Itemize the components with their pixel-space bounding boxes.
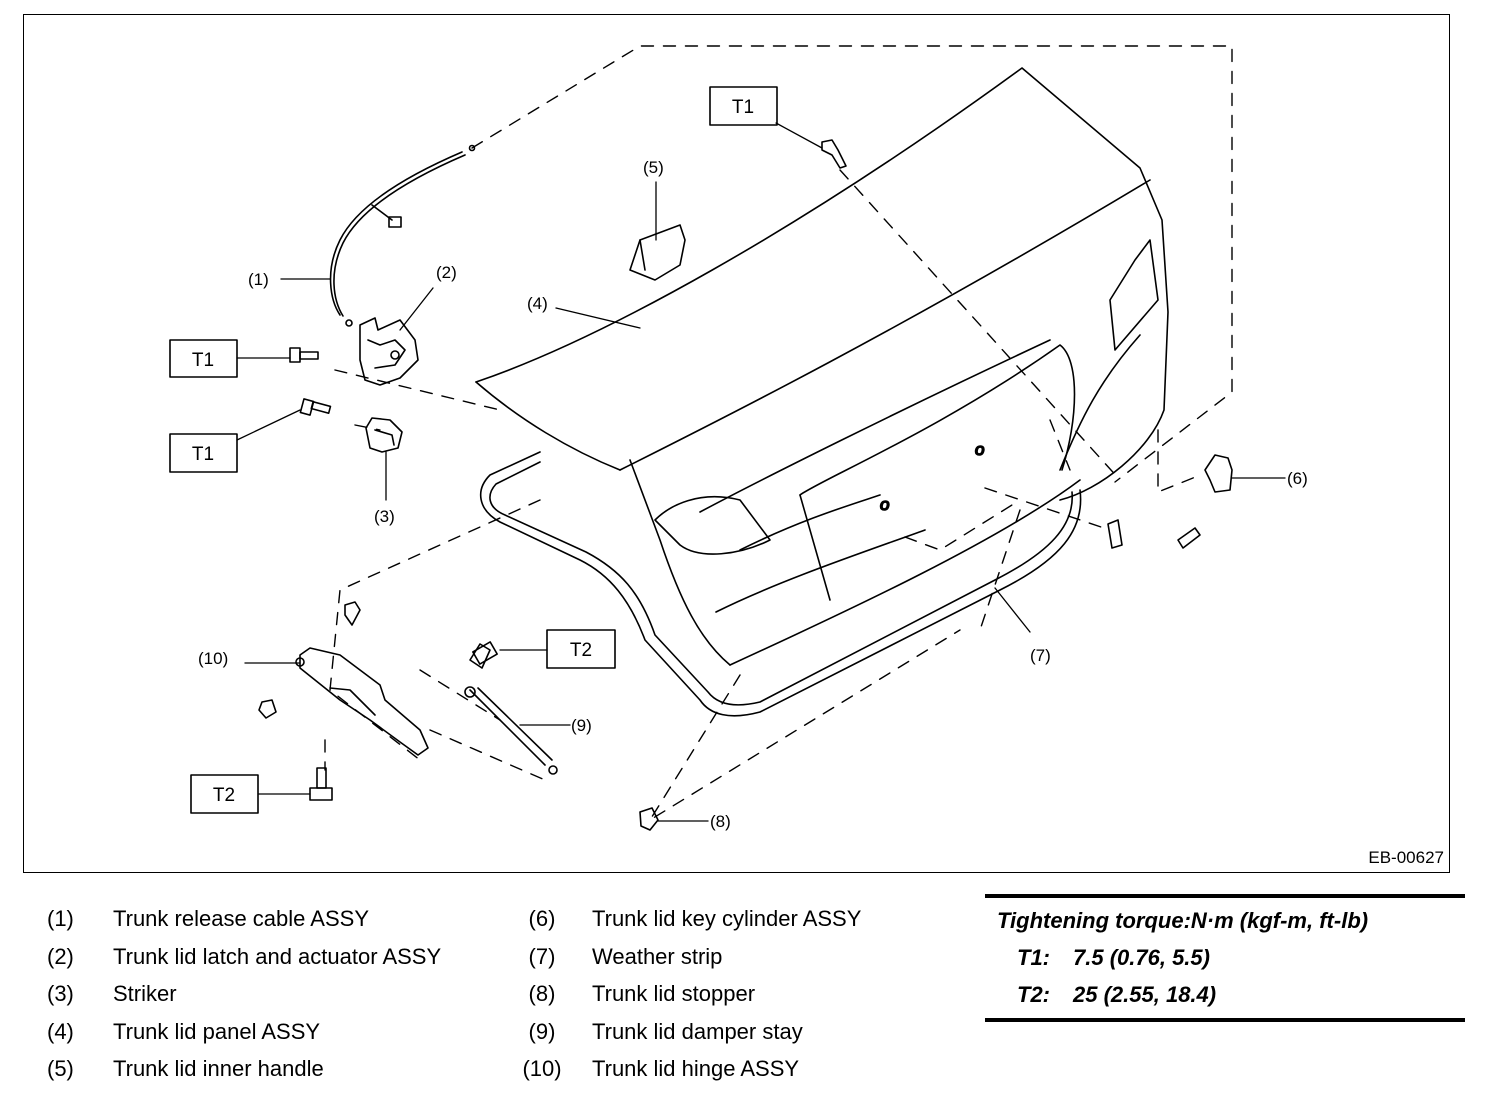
legend-column-1: (1) Trunk release cable ASSY (2) Trunk lid… <box>47 900 441 1088</box>
legend-item: (3) Striker <box>47 975 441 1013</box>
legend-number: (9) <box>528 1018 556 1044</box>
legend-label: Weather strip <box>592 943 723 969</box>
torque-code: T1: <box>1017 945 1050 970</box>
torque-label-latch: T1 <box>192 350 214 371</box>
latch-actuator <box>359 317 419 386</box>
legend-label: Trunk lid panel ASSY <box>113 1018 321 1044</box>
legend-label: Trunk lid latch and actuator ASSY <box>113 943 442 969</box>
torque-row: T1: 7.5 (0.76, 5.5) <box>985 939 1465 976</box>
legend-label: Striker <box>113 981 177 1006</box>
legend-number: (4) <box>47 1018 74 1044</box>
torque-value: 25 (2.55, 18.4) <box>1073 982 1217 1007</box>
legend-item: (2) Trunk lid latch and actuator ASSY <box>47 938 441 976</box>
trunk-lid-stopper <box>639 807 659 831</box>
legend-item: (9) Trunk lid damper stay <box>520 1013 861 1051</box>
trunk-lid-panel <box>475 67 1169 666</box>
figure-code: EB-00627 <box>1368 848 1444 867</box>
callout-4: (4) <box>527 294 548 313</box>
panel-hole-mark: o <box>880 495 889 514</box>
legend-label: Trunk lid stopper <box>592 981 756 1006</box>
callout-2: (2) <box>436 263 457 282</box>
legend-label: Trunk lid inner handle <box>113 1056 324 1081</box>
callout-3: (3) <box>374 507 395 526</box>
torque-label-top: T1 <box>732 97 754 118</box>
torque-value: 7.5 (0.76, 5.5) <box>1073 945 1210 970</box>
bolt-hinge <box>309 767 333 801</box>
legend-item: (6) Trunk lid key cylinder ASSY <box>520 900 862 938</box>
legend-label: Trunk lid key cylinder ASSY <box>592 906 862 931</box>
torque-box-latch <box>169 339 238 378</box>
torque-box-labels: T1 T1 T1 T2 T2 <box>192 97 754 806</box>
inner-handle <box>629 224 686 281</box>
key-cylinder <box>1107 454 1233 549</box>
legend-number: (8) <box>528 981 556 1006</box>
callout-5: (5) <box>643 158 664 177</box>
legend-column-2: (6) Trunk lid key cylinder ASSY (7) Weathe… <box>520 900 861 1088</box>
torque-row: T2: 25 (2.55, 18.4) <box>985 976 1465 1013</box>
torque-box-striker <box>169 433 238 473</box>
legend-number: (10) <box>522 1056 562 1081</box>
diagram-frame <box>23 14 1450 873</box>
callout-6: (6) <box>1287 469 1308 488</box>
hinge-assy <box>258 601 429 756</box>
legend-item: (4) Trunk lid panel ASSY <box>47 1013 441 1051</box>
bolt-stay <box>469 641 498 669</box>
torque-box-hinge <box>190 774 259 814</box>
panel-hole-mark: o <box>975 440 984 459</box>
weather-strip <box>479 451 1082 717</box>
torque-label-hinge: T2 <box>213 785 235 806</box>
callout-7: (7) <box>1030 646 1051 665</box>
torque-code: T2: <box>1017 982 1050 1007</box>
legend-number: (5) <box>47 1056 74 1081</box>
legend-number: (1) <box>47 906 74 931</box>
torque-label-striker: T1 <box>192 444 214 465</box>
callout-9: (9) <box>571 716 592 735</box>
legend-item: (10) Trunk lid hinge ASSY <box>520 1050 861 1088</box>
release-cable <box>329 144 476 327</box>
legend-label: Trunk release cable ASSY <box>113 906 369 931</box>
bolt-top <box>821 139 847 169</box>
bolt-striker <box>299 398 332 416</box>
assembly-guide-lines <box>324 45 1233 821</box>
callout-labels: (1) (2) (3) (4) (5) (6) (7) (8) (9) (10) <box>198 158 1308 831</box>
legend-item: (5) Trunk lid inner handle <box>47 1050 441 1088</box>
legend-label: Trunk lid damper stay <box>592 1018 803 1044</box>
legend-number: (6) <box>528 906 556 931</box>
legend-label: Trunk lid hinge ASSY <box>592 1056 800 1081</box>
torque-spec-table: Tightening torque:N·m (kgf-m, ft-lb) T1:… <box>985 894 1465 1022</box>
leader-lines <box>236 122 1286 822</box>
legend-number: (3) <box>47 981 74 1006</box>
legend-item: (1) Trunk release cable ASSY <box>47 900 441 938</box>
torque-title: Tightening torque:N·m (kgf-m, ft-lb) <box>997 908 1369 933</box>
torque-box-stay <box>546 629 616 669</box>
striker <box>365 417 403 453</box>
legend-item: (7) Weather strip <box>520 938 861 976</box>
callout-1: (1) <box>248 270 269 289</box>
torque-box-top <box>709 86 778 126</box>
legend-item: (8) Trunk lid stopper <box>520 975 861 1013</box>
legend-number: (2) <box>47 943 74 969</box>
torque-label-stay: T2 <box>570 640 592 661</box>
callout-8: (8) <box>710 812 731 831</box>
bolt-latch <box>289 347 319 363</box>
legend-number: (7) <box>528 943 556 969</box>
damper-stay <box>464 686 558 775</box>
callout-10: (10) <box>198 649 228 668</box>
